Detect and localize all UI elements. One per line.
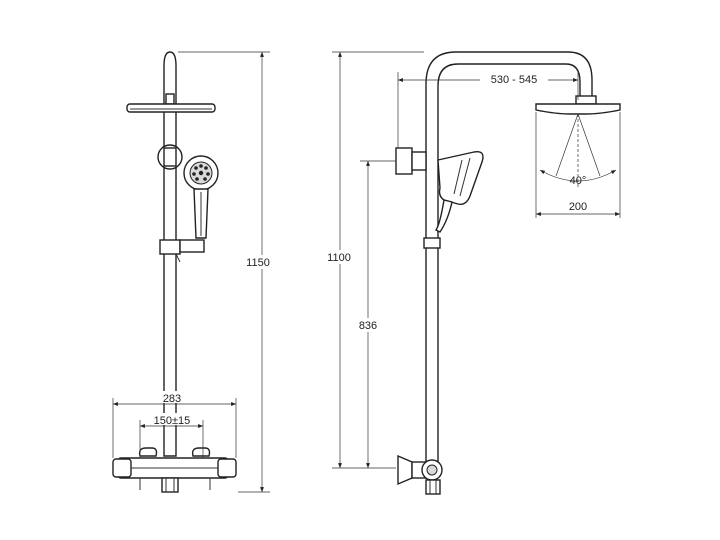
side-slider (395, 147, 427, 175)
dim-arm-reach: 530 - 545 (491, 74, 537, 86)
side-view: 40° 1100 (324, 51, 621, 495)
front-hand-shower (183, 155, 219, 239)
front-riser-pipe (163, 51, 177, 457)
side-overhead-shower (535, 103, 621, 115)
side-hand-shower (434, 151, 484, 233)
front-overhead-shower (126, 93, 216, 113)
dim-head-diameter: 200 (569, 201, 587, 213)
dim-inlet-spacing: 150±15 (154, 415, 191, 427)
side-riser-and-arm (425, 51, 593, 470)
dim-slider-height: 836 (359, 320, 377, 332)
dim-spray-angle: 40° (570, 175, 587, 187)
side-spray-angle: 40° (539, 113, 617, 188)
front-slider (159, 239, 205, 263)
dim-mixer-width: 283 (163, 393, 181, 405)
dim-total-height-side: 1100 (327, 252, 351, 264)
side-thermostatic-mixer (397, 454, 443, 495)
front-thermostatic-mixer (112, 447, 237, 493)
front-view: 1150 283 150±15 (112, 51, 276, 493)
dim-total-height-front: 1150 (246, 257, 270, 269)
